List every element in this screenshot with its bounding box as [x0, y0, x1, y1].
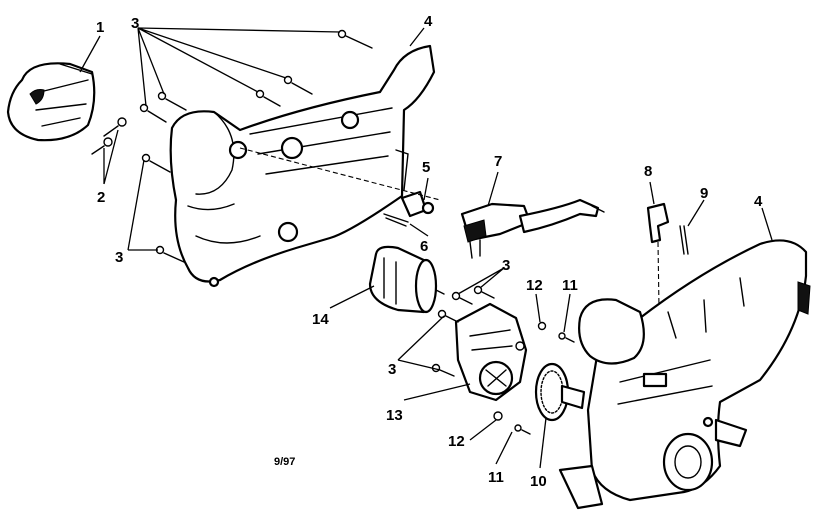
callout-3-motor-left: 3	[388, 361, 396, 378]
part-11-12-hardware	[493, 321, 575, 435]
part-7-switch-assembly	[460, 198, 605, 259]
callout-12-bottom: 12	[448, 433, 465, 450]
callout-6: 6	[420, 238, 428, 255]
date-code: 9/97	[274, 456, 295, 468]
callout-8: 8	[644, 163, 652, 180]
callout-14: 14	[312, 311, 329, 328]
part-3-screws-left	[139, 29, 373, 263]
callout-13: 13	[386, 407, 403, 424]
callout-3-left: 3	[115, 249, 123, 266]
part-1-nose-cap	[6, 62, 96, 142]
callout-4-right: 4	[754, 193, 763, 210]
alignment-line-left	[239, 147, 441, 201]
leader-lines	[79, 27, 773, 469]
callout-12-top: 12	[526, 277, 543, 294]
part-13-gear-housing	[454, 302, 528, 402]
right-housing-half	[558, 239, 811, 510]
part-10-gear	[534, 362, 586, 422]
callout-7: 7	[494, 153, 502, 170]
callout-11-top: 11	[562, 277, 578, 294]
callout-9: 9	[700, 185, 708, 202]
part-14-motor	[368, 245, 445, 314]
callout-3-motor-top: 3	[502, 257, 510, 274]
callout-2: 2	[97, 189, 105, 206]
part-2-screws	[91, 117, 127, 155]
callout-5: 5	[422, 159, 430, 176]
callout-11-bottom: 11	[488, 469, 504, 486]
part-5-6-switch-parts	[383, 190, 435, 227]
callout-10: 10	[530, 473, 547, 490]
callout-1: 1	[96, 19, 104, 36]
callout-4-top: 4	[424, 13, 433, 30]
callout-3-top: 3	[131, 15, 139, 32]
